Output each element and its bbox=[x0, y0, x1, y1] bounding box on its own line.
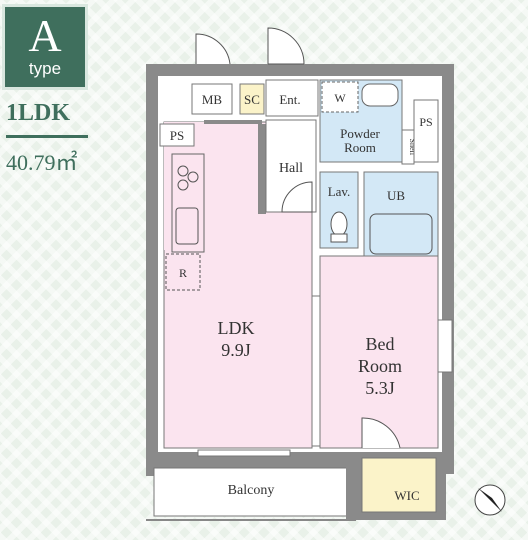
ldk-size: 9.9J bbox=[221, 340, 251, 360]
type-letter: A bbox=[28, 10, 62, 61]
layout-type: 1LDK bbox=[6, 100, 71, 126]
toilet-icon bbox=[330, 211, 348, 237]
ps-left-room bbox=[159, 123, 195, 147]
shelf-label: Shelf bbox=[408, 139, 417, 156]
washbasin-icon bbox=[361, 83, 399, 107]
sc-room bbox=[239, 83, 265, 115]
bed-door-swing bbox=[361, 417, 401, 449]
washer-label: W bbox=[334, 91, 346, 105]
balcony-area bbox=[153, 467, 349, 517]
ldk-name: LDK bbox=[218, 318, 255, 338]
entrance-room bbox=[265, 79, 319, 117]
kitchen-counter bbox=[171, 153, 205, 253]
bed-window bbox=[437, 319, 453, 373]
balcony-window bbox=[197, 449, 291, 457]
sc-label: SC bbox=[244, 92, 260, 107]
entrance-label: Ent. bbox=[279, 92, 300, 107]
type-badge: A type bbox=[2, 4, 88, 90]
entrance-door-swing bbox=[267, 27, 305, 65]
ps-left-label: PS bbox=[170, 128, 184, 143]
fridge-space bbox=[165, 253, 201, 291]
ub-label: UB bbox=[387, 188, 405, 203]
wall-ldk-hall bbox=[258, 124, 266, 214]
ps-right-label: PS bbox=[419, 115, 432, 129]
floor-area: 40.79㎡ bbox=[6, 150, 78, 175]
wic-room bbox=[361, 457, 437, 513]
door-mb-swing bbox=[195, 33, 231, 65]
divider bbox=[6, 135, 88, 138]
bed-label-2: Room bbox=[358, 356, 402, 376]
toilet-tank-icon bbox=[330, 233, 348, 243]
bed-label-1: Bed bbox=[366, 334, 395, 354]
hall-door-swing bbox=[281, 181, 313, 213]
washer-space bbox=[321, 81, 359, 113]
lav-label: Lav. bbox=[328, 184, 351, 199]
burner-icon bbox=[177, 165, 189, 177]
sliding-door bbox=[311, 295, 321, 447]
sink-icon bbox=[175, 207, 199, 245]
balcony-label: Balcony bbox=[228, 483, 275, 498]
ps-right-room bbox=[413, 99, 439, 163]
powder-label-1: Powder bbox=[340, 126, 380, 141]
north-arrow-icon bbox=[478, 488, 502, 512]
burner-icon bbox=[177, 179, 189, 191]
wall-ldk-top bbox=[204, 120, 262, 124]
type-label: type bbox=[28, 59, 62, 78]
fridge-label: R bbox=[179, 266, 187, 280]
burner-icon bbox=[187, 171, 199, 183]
wic-label: WIC bbox=[394, 488, 419, 503]
hall-label: Hall bbox=[279, 161, 303, 176]
bathtub-icon bbox=[369, 213, 433, 255]
bed-size: 5.3J bbox=[365, 378, 395, 398]
mb-room bbox=[191, 83, 233, 115]
powder-label-2: Room bbox=[344, 140, 376, 155]
mb-label: MB bbox=[202, 92, 223, 107]
